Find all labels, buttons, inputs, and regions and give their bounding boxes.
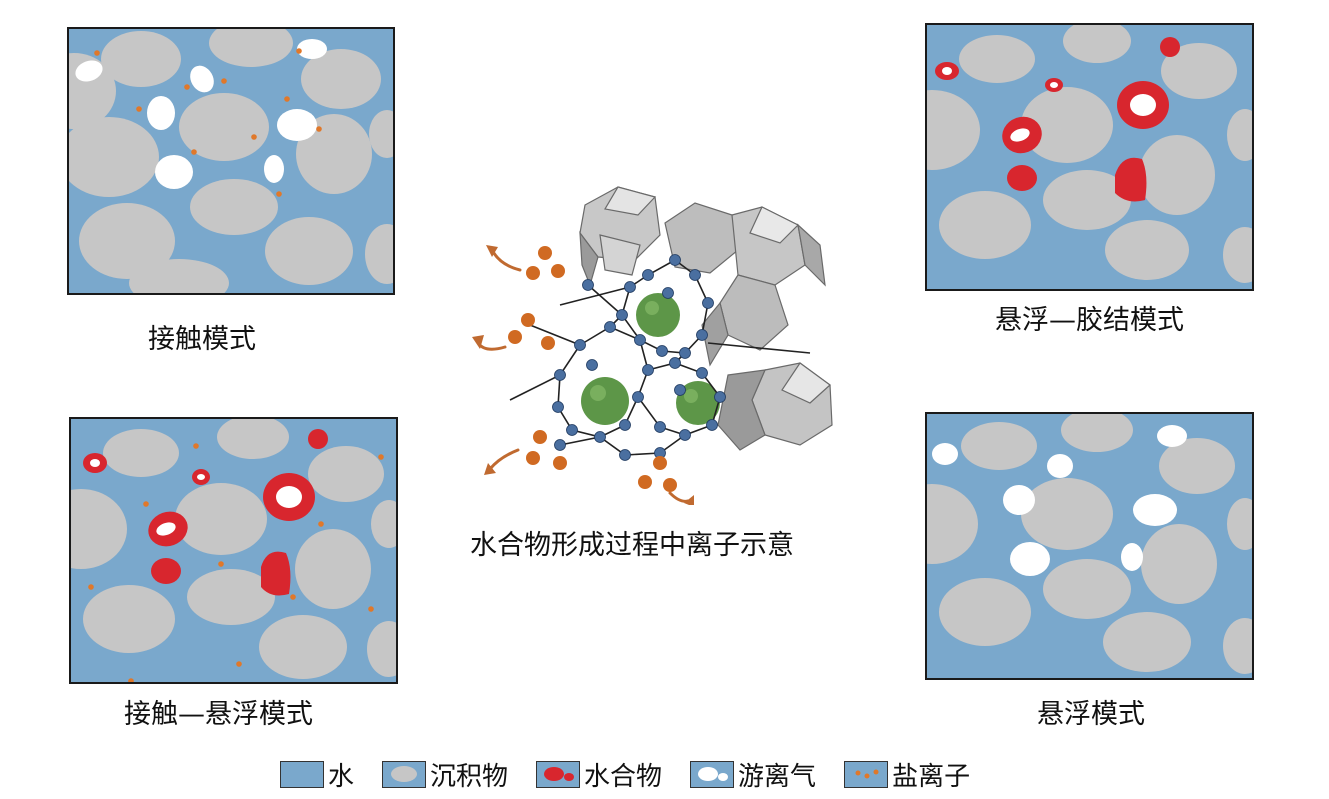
caption-center-figure: 水合物形成过程中离子示意 xyxy=(470,530,794,561)
water-swatch-icon xyxy=(280,760,324,788)
legend-item-water: 水 xyxy=(280,756,354,793)
legend-item-salt-ion: 盐离子 xyxy=(844,756,970,793)
suspension-cementation-illustration xyxy=(927,25,1252,283)
panel-suspension-cementation-mode xyxy=(925,23,1254,291)
caption-suspension-cementation-mode: 悬浮—胶结模式 xyxy=(995,305,1184,336)
legend-item-hydrate: 水合物 xyxy=(536,756,662,793)
sediment-swatch-icon xyxy=(382,760,427,788)
contact-mode-illustration xyxy=(69,29,393,293)
hydrate-swatch-icon xyxy=(536,760,581,788)
legend: 水 沉积物 水合物 游离气 盐离子 xyxy=(280,756,988,792)
free-gas-swatch-icon xyxy=(690,760,735,788)
hydrate-ion-figure xyxy=(470,175,850,509)
legend-label-water: 水 xyxy=(328,761,355,792)
salt-ion-swatch-icon xyxy=(844,760,889,788)
legend-item-free-gas: 游离气 xyxy=(690,756,816,793)
panel-suspension-mode xyxy=(925,412,1254,680)
legend-label-salt-ion: 盐离子 xyxy=(892,761,971,792)
caption-suspension-mode: 悬浮模式 xyxy=(1037,699,1145,730)
panel-contact-suspension-mode xyxy=(69,417,398,684)
suspension-mode-illustration xyxy=(927,414,1252,674)
caption-contact-suspension-mode: 接触—悬浮模式 xyxy=(124,699,313,730)
caption-contact-mode: 接触模式 xyxy=(148,324,256,355)
legend-item-sediment: 沉积物 xyxy=(382,756,508,793)
contact-suspension-illustration xyxy=(71,419,396,682)
legend-label-free-gas: 游离气 xyxy=(738,761,817,792)
legend-label-hydrate: 水合物 xyxy=(584,761,663,792)
panel-contact-mode xyxy=(67,27,395,295)
legend-label-sediment: 沉积物 xyxy=(430,761,509,792)
hydrate-cage-illustration xyxy=(472,186,833,507)
